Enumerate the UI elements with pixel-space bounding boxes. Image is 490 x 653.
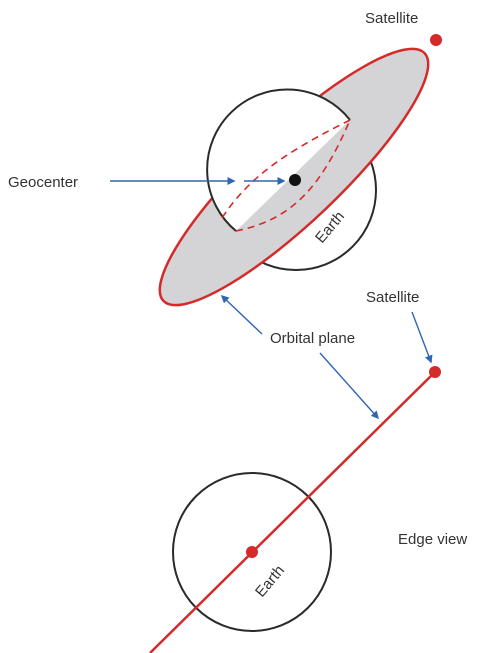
orbital-plane-callout: Orbital plane Satellite: [222, 289, 431, 418]
orbital-plane-arrow-down: [320, 353, 378, 418]
edge-view: Earth Edge view: [150, 366, 467, 653]
orbital-plane-label: Orbital plane: [270, 330, 355, 347]
satellite-dot-top: [430, 34, 442, 46]
geocenter-dot: [289, 174, 301, 186]
earth-center-dot-bottom: [246, 546, 258, 558]
geocenter-label: Geocenter: [8, 174, 78, 191]
satellite-label-top: Satellite: [365, 10, 418, 27]
orbital-plane-arrow-up: [222, 296, 262, 334]
oblique-view: Satellite Geocenter Earth: [8, 10, 456, 334]
orbit-edge-line: [150, 372, 435, 653]
satellite-label-bottom: Satellite: [366, 289, 419, 306]
edge-view-label: Edge view: [398, 531, 467, 548]
satellite-dot-bottom: [429, 366, 441, 378]
earth-label-bottom: Earth: [252, 562, 288, 600]
satellite-arrow-bottom: [412, 312, 431, 362]
